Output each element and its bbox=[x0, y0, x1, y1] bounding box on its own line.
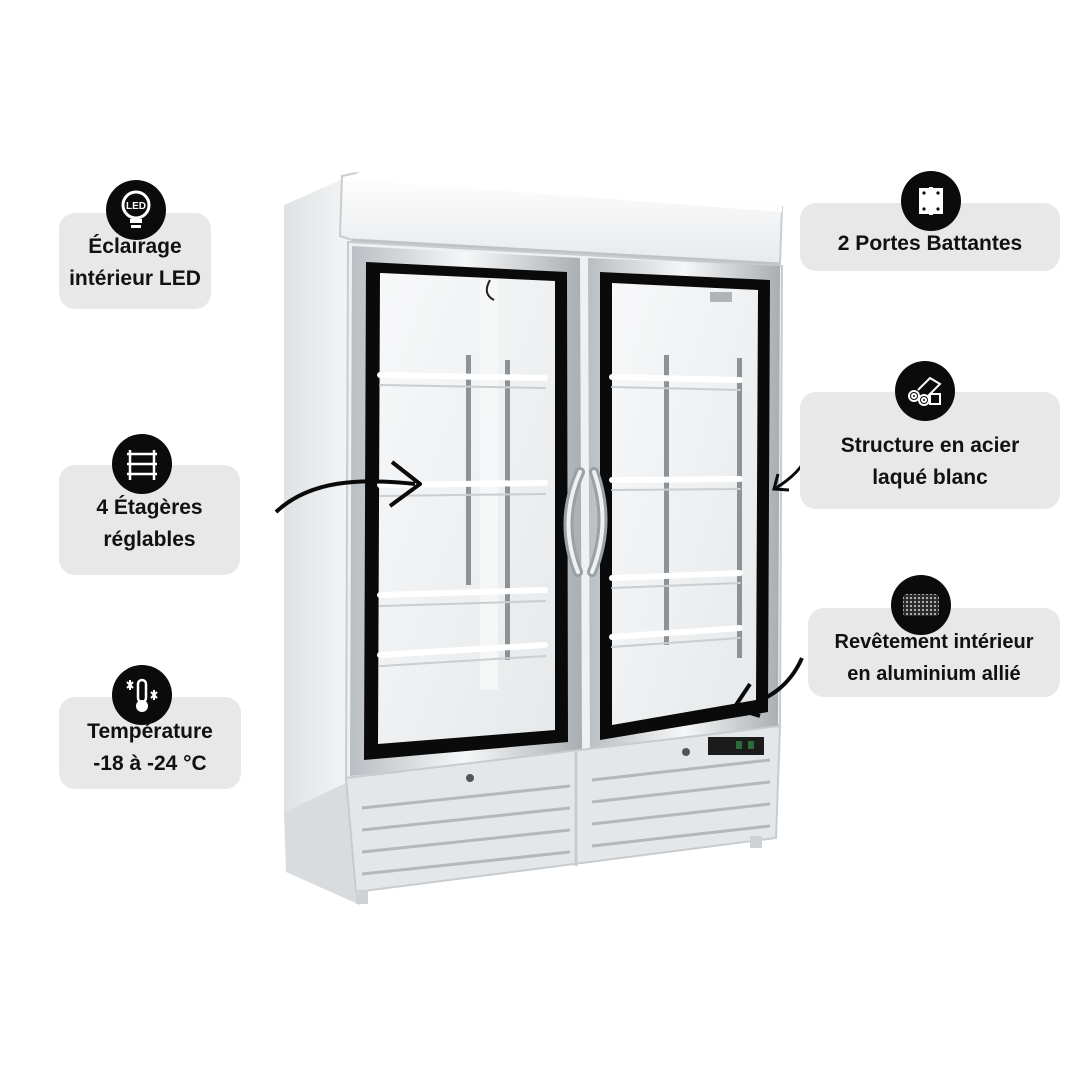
feature-lining-line2: en aluminium allié bbox=[847, 662, 1021, 685]
feature-shelves-line2: réglables bbox=[103, 528, 196, 551]
feature-lining-line1: Revêtement intérieur bbox=[834, 630, 1034, 653]
steel-material-icon bbox=[895, 361, 955, 421]
feature-structure-line2: laqué blanc bbox=[872, 465, 988, 489]
left-glass-door bbox=[350, 246, 582, 776]
door-hinge-icon bbox=[901, 171, 961, 231]
feature-temperature-line2: -18 à -24 °C bbox=[93, 752, 207, 775]
shelf-icon bbox=[112, 434, 172, 494]
feature-shelves-line1: 4 Étagères bbox=[96, 496, 203, 519]
right-shelves bbox=[609, 374, 743, 648]
aluminium-mesh-icon bbox=[891, 575, 951, 635]
cabinet-base-grille bbox=[344, 724, 782, 904]
feature-led-line1: Éclairage bbox=[88, 235, 182, 258]
right-glass-door bbox=[588, 258, 780, 756]
feature-temperature-line1: Température bbox=[87, 720, 213, 743]
led-bulb-icon: LED bbox=[106, 180, 166, 240]
thermometer-snow-icon bbox=[112, 665, 172, 725]
feature-led-line2: intérieur LED bbox=[69, 267, 201, 290]
feature-shelves: 4 Étagères réglables bbox=[59, 465, 240, 575]
door-handles bbox=[563, 467, 608, 577]
feature-structure-line1: Structure en acier bbox=[840, 433, 1020, 457]
feature-temperature: Température -18 à -24 °C bbox=[59, 697, 241, 789]
feature-doors-line1: 2 Portes Battantes bbox=[837, 232, 1023, 255]
cabinet-header bbox=[338, 171, 784, 266]
led-icon-label: LED bbox=[126, 201, 146, 212]
feature-lining: Revêtement intérieur en aluminium allié bbox=[808, 608, 1060, 697]
